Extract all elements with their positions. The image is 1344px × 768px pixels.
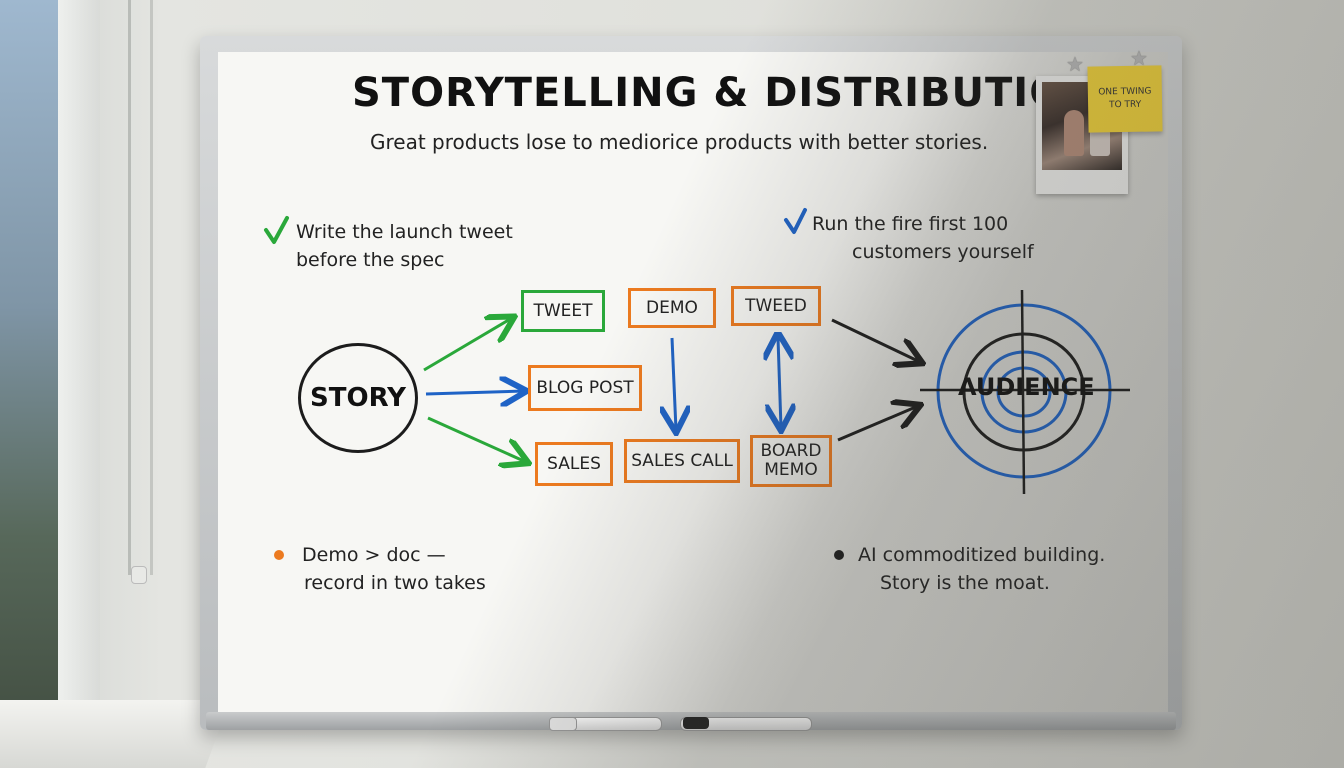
check-icon-blue [784, 208, 807, 234]
note-line: Run the fire first 100 [812, 213, 1009, 235]
sticky-note: ONE TWING TO TRY [1087, 65, 1163, 133]
box-blog-post: BLOG POST [528, 365, 642, 411]
marker[interactable] [549, 717, 662, 731]
box-tweed: TWEED [731, 286, 821, 326]
sticky-line: TO TRY [1108, 99, 1142, 111]
check-icon-green [264, 216, 289, 244]
arrow-boardmemo-audience [837, 406, 918, 442]
box-label: BLOG POST [536, 377, 634, 398]
note-line: AI commoditized building. [858, 544, 1106, 566]
story-node: STORY [298, 343, 418, 453]
arrow-story-blog [425, 391, 524, 394]
box-label: SALES CALL [631, 450, 733, 471]
box-label: DEMO [646, 297, 698, 318]
bullet-black [834, 550, 844, 560]
board-title: STORYTELLING & DISTRIBUTION [352, 70, 1099, 116]
note-line: before the spec [296, 249, 445, 271]
box-label: MEMO [764, 460, 818, 480]
arrow-story-tweet [423, 318, 512, 372]
box-label: BOARD [760, 441, 822, 461]
note-line: customers yourself [852, 241, 1034, 263]
marker[interactable] [680, 717, 812, 731]
box-sales: SALES [535, 442, 613, 486]
note-top-left: Write the launch tweet before the spec [296, 218, 513, 274]
audience-target [920, 289, 1130, 495]
note-line: record in two takes [304, 572, 486, 594]
note-top-right: Run the fire first 100 customers yoursel… [812, 210, 1034, 266]
box-label: SALES [547, 453, 601, 474]
note-bottom-left: Demo > doc — record in two takes [302, 541, 486, 597]
note-line: Story is the moat. [880, 572, 1050, 594]
box-label: TWEED [745, 295, 807, 316]
note-line: Demo > doc — [302, 544, 446, 566]
blind-cord [128, 0, 131, 575]
box-demo: DEMO [628, 288, 716, 328]
note-bottom-right: AI commoditized building. Story is the m… [858, 541, 1105, 597]
board-subtitle: Great products lose to mediorice product… [370, 130, 989, 154]
star-magnet-icon: ★ [1066, 52, 1084, 76]
audience-node-label: AUDIENCE [958, 373, 1095, 401]
arrow-tweed-boardmemo [778, 338, 781, 428]
arrow-demo-salescall [672, 337, 676, 430]
star-magnet-icon: ★ [1130, 46, 1148, 70]
window-frame [58, 0, 100, 700]
box-label: TWEET [533, 300, 593, 321]
sticky-line: ONE TWING [1098, 86, 1152, 98]
arrow-story-sales [427, 416, 526, 462]
blind-cord-end [131, 566, 147, 584]
box-board-memo: BOARD MEMO [750, 435, 832, 487]
blind-cord [150, 0, 153, 575]
bullet-orange [274, 550, 284, 560]
box-sales-call: SALES CALL [624, 439, 740, 483]
arrow-tweed-audience [831, 318, 920, 362]
box-tweet: TWEET [521, 290, 605, 332]
note-line: Write the launch tweet [296, 221, 513, 243]
